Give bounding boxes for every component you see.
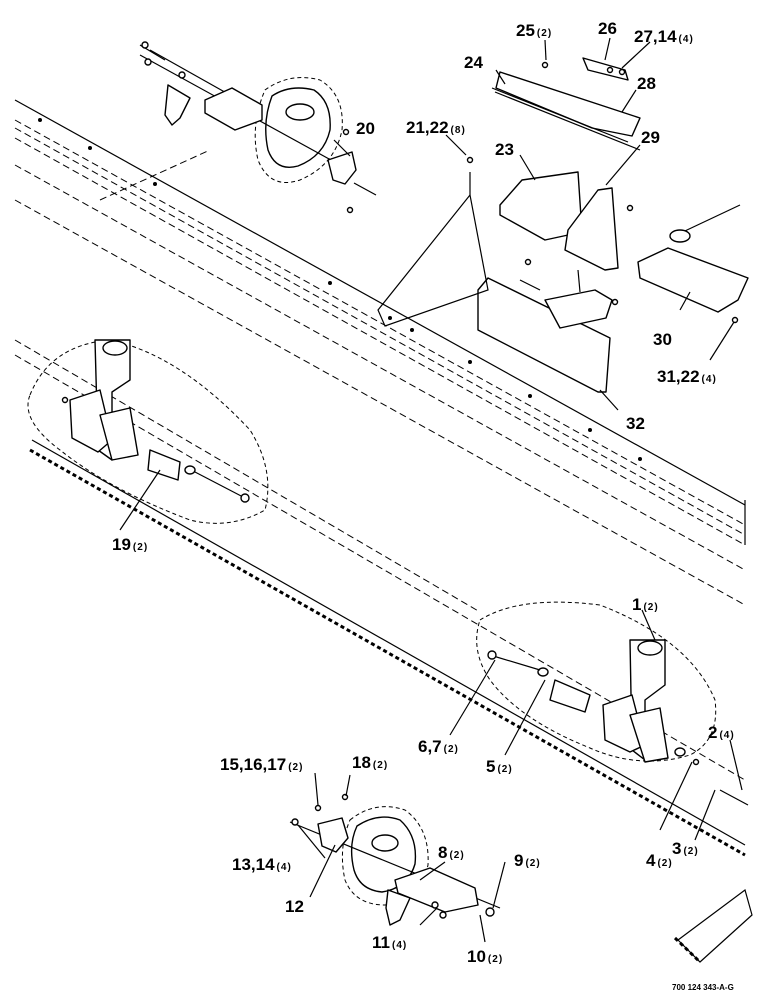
callout-29: 29 bbox=[641, 128, 660, 147]
callout-20: 20 bbox=[356, 119, 375, 138]
callout-11: 11(4) bbox=[372, 933, 407, 952]
callout-1: 1(2) bbox=[632, 595, 659, 614]
lower-lever-assembly bbox=[289, 793, 501, 926]
callout-24: 24 bbox=[464, 53, 483, 72]
callout-6-7: 6,7(2) bbox=[418, 737, 459, 756]
callout-19: 19(2) bbox=[112, 535, 148, 554]
callout-32: 32 bbox=[626, 414, 645, 433]
right-roller-assembly bbox=[476, 601, 749, 806]
callout-31-22: 31,22(4) bbox=[657, 367, 717, 386]
frame-holes bbox=[38, 118, 642, 461]
frame-corner-lower-right bbox=[673, 888, 753, 964]
drawing-code: 700 124 343-A-G bbox=[672, 983, 734, 992]
callout-18: 18(2) bbox=[352, 753, 388, 772]
callout-26: 26 bbox=[598, 19, 617, 38]
callout-27-14: 27,14(4) bbox=[634, 27, 694, 46]
callout-labels: 1(2) 2(4) 3(2) 4(2) 5(2) 6,7(2) 8(2) 9(2… bbox=[112, 19, 735, 966]
callout-4: 4(2) bbox=[646, 851, 673, 870]
callout-13-14: 13,14(4) bbox=[232, 855, 292, 874]
upper-left-lever-assembly bbox=[139, 41, 377, 214]
callout-12: 12 bbox=[285, 897, 304, 916]
callout-3: 3(2) bbox=[672, 839, 699, 858]
upper-right-bracket-assembly bbox=[377, 57, 749, 393]
leader-lines bbox=[119, 37, 743, 943]
left-roller-assembly bbox=[27, 339, 269, 524]
callout-8: 8(2) bbox=[438, 843, 465, 862]
callout-25: 25(2) bbox=[516, 21, 552, 40]
callout-15-16-17: 15,16,17(2) bbox=[220, 755, 303, 774]
callout-21-22: 21,22(8) bbox=[406, 118, 466, 137]
frame-outline bbox=[14, 99, 746, 857]
callout-30: 30 bbox=[653, 330, 672, 349]
callout-23: 23 bbox=[495, 140, 514, 159]
callout-28: 28 bbox=[637, 74, 656, 93]
callout-9: 9(2) bbox=[514, 851, 541, 870]
callout-5: 5(2) bbox=[486, 757, 513, 776]
callout-10: 10(2) bbox=[467, 947, 503, 966]
callout-2: 2(4) bbox=[708, 723, 735, 742]
